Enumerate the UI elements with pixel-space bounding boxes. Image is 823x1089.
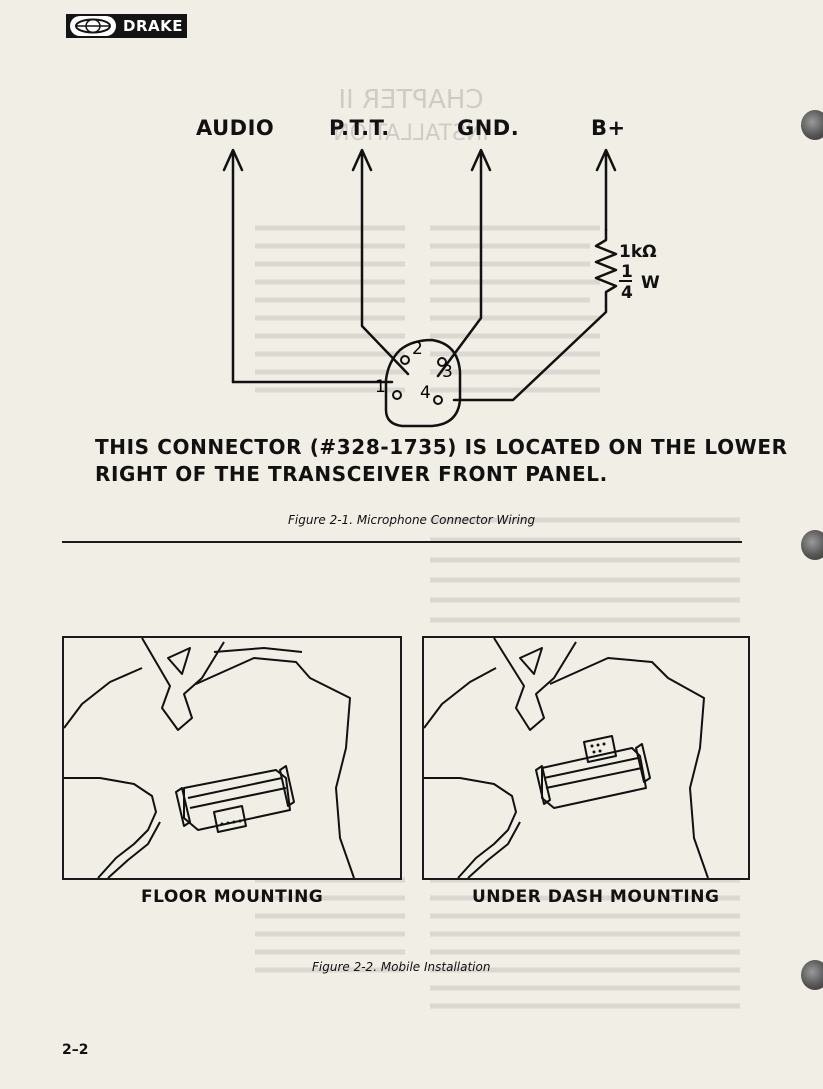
audio-arrow-icon	[222, 148, 244, 384]
pin-3-dot	[437, 357, 447, 367]
notice-line-1: THIS CONNECTOR (#328-1735) IS LOCATED ON…	[95, 435, 788, 459]
section-divider	[62, 541, 742, 543]
brand-name: DRAKE	[123, 17, 183, 35]
under-dash-mounting-label: UNDER DASH MOUNTING	[472, 887, 720, 907]
notice-line-2: RIGHT OF THE TRANSCEIVER FRONT PANEL.	[95, 462, 608, 486]
bplus-label: B+	[591, 116, 626, 140]
figure-2-1-caption: Figure 2-1. Microphone Connector Wiring	[288, 513, 536, 527]
audio-label: AUDIO	[196, 116, 275, 140]
pin-4-label: 4	[420, 383, 431, 403]
gnd-label: GND.	[457, 116, 520, 140]
under-dash-mounting-panel	[422, 636, 750, 880]
binder-hole	[801, 110, 823, 140]
under-dash-mounting-drawing	[424, 638, 709, 878]
resistor-watt-numerator: 1	[621, 262, 633, 282]
pin-4-dot	[433, 395, 443, 405]
gnd-arrow-icon	[436, 148, 492, 378]
globe-icon	[70, 16, 116, 36]
binder-hole	[801, 960, 823, 990]
resistor-watt-unit: W	[641, 273, 660, 293]
page-number: 2–2	[62, 1042, 89, 1058]
floor-mounting-panel	[62, 636, 402, 880]
resistor-value: 1kΩ	[619, 242, 657, 262]
connector-location-notice: THIS CONNECTOR (#328-1735) IS LOCATED ON…	[95, 434, 788, 488]
drake-logo: DRAKE	[66, 14, 187, 38]
pin-3-label: 3	[442, 362, 453, 382]
floor-mounting-drawing	[64, 638, 355, 878]
pin-1-dot	[392, 390, 402, 400]
figure-2-2-caption: Figure 2-2. Mobile Installation	[312, 960, 491, 974]
connector-body	[384, 338, 462, 428]
resistor-symbol	[452, 228, 618, 402]
ptt-label: P.T.T.	[329, 116, 390, 140]
connector-wiring-diagram: 1 2 3 4	[222, 148, 632, 428]
pin-2-dot	[400, 355, 410, 365]
resistor-watt-denominator: 4	[621, 283, 633, 303]
pin-2-label: 2	[412, 339, 423, 359]
bplus-arrow-icon	[595, 148, 617, 232]
floor-mounting-label: FLOOR MOUNTING	[141, 887, 324, 907]
ptt-arrow-icon	[351, 148, 410, 376]
pin-1-label: 1	[375, 377, 386, 397]
binder-hole	[801, 530, 823, 560]
